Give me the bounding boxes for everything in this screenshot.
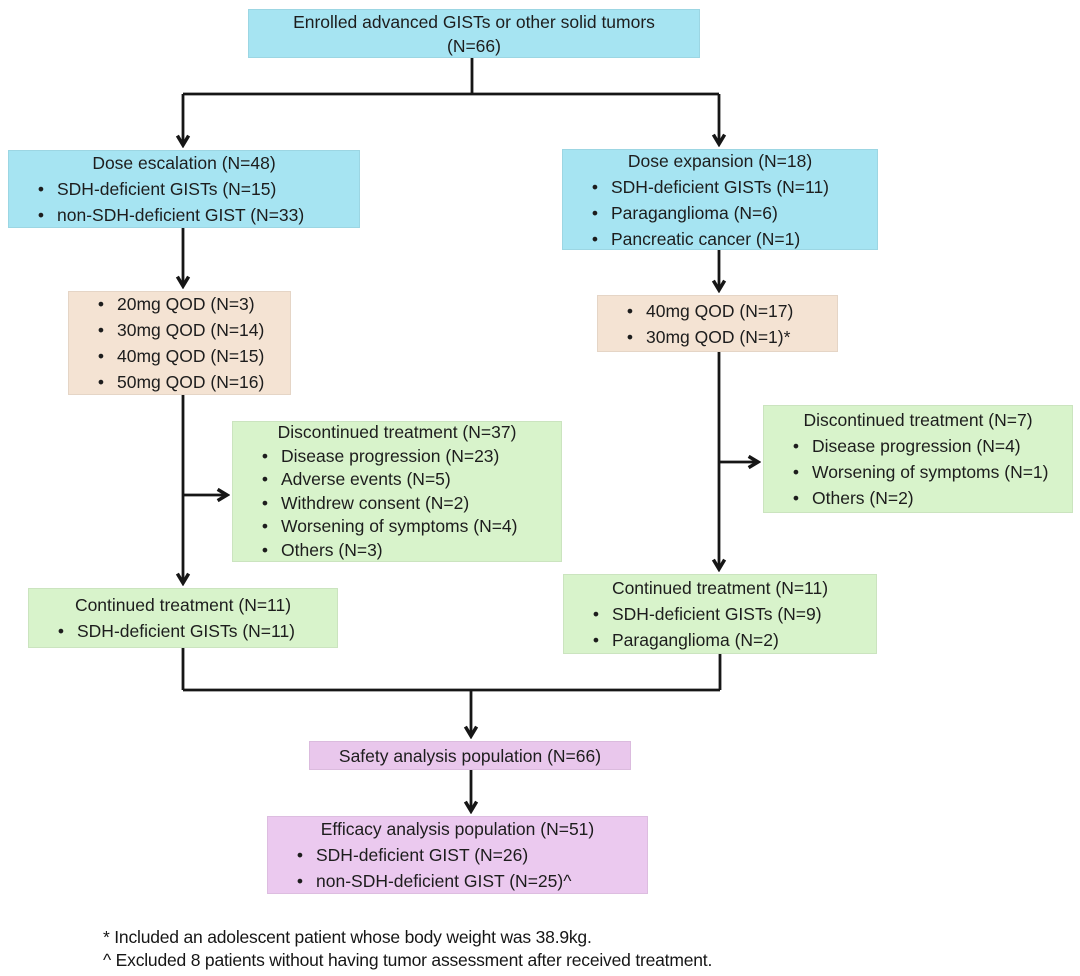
bullet-icon: •: [261, 492, 269, 513]
list-item: • 40mg QOD (N=15): [85, 343, 286, 369]
bullet-icon: •: [626, 326, 634, 347]
box-continued-expansion-title: Continued treatment (N=11): [611, 578, 829, 598]
list-item: • 30mg QOD (N=1)*: [614, 324, 833, 350]
box-discontinued-escalation-title: Discontinued treatment (N=37): [277, 422, 517, 442]
box-safety-analysis-title: Safety analysis population (N=66): [338, 745, 602, 766]
box-discontinued-expansion-title: Discontinued treatment (N=7): [803, 410, 1033, 430]
bullet-icon: •: [97, 294, 105, 314]
list-item: • Disease progression (N=23): [249, 445, 557, 469]
bullet-icon: •: [626, 300, 634, 321]
bullet-icon: •: [261, 445, 269, 466]
bullet-icon: •: [57, 621, 65, 641]
box-continued-escalation-title: Continued treatment (N=11): [74, 595, 292, 615]
list-item-text: Others (N=3): [281, 539, 383, 560]
box-enrolled-line1: Enrolled advanced GISTs or other solid t…: [293, 11, 655, 32]
box-efficacy-analysis: Efficacy analysis population (N=51) • SD…: [267, 816, 648, 894]
list-item: • SDH-deficient GISTs (N=9): [580, 601, 872, 627]
list-item: • Disease progression (N=4): [780, 433, 1068, 459]
list-item-text: 30mg QOD (N=14): [117, 320, 265, 340]
list-item-text: 40mg QOD (N=15): [117, 346, 265, 366]
list-item-text: Worsening of symptoms (N=1): [812, 462, 1049, 482]
list-item-text: SDH-deficient GIST (N=26): [316, 845, 529, 865]
box-safety-analysis: Safety analysis population (N=66): [309, 741, 631, 770]
bullet-icon: •: [296, 845, 304, 865]
list-item-text: Disease progression (N=4): [812, 436, 1021, 456]
list-item-text: SDH-deficient GISTs (N=15): [57, 179, 277, 199]
footnote-asterisk: * Included an adolescent patient whose b…: [103, 927, 592, 947]
list-item: • non-SDH-deficient GIST (N=33): [25, 202, 355, 228]
box-efficacy-analysis-title: Efficacy analysis population (N=51): [320, 819, 595, 839]
box-expansion-doses: • 40mg QOD (N=17) • 30mg QOD (N=1)*: [597, 295, 838, 352]
bullet-icon: •: [792, 488, 800, 508]
bullet-icon: •: [792, 462, 800, 482]
list-item: • SDH-deficient GISTs (N=11): [45, 618, 333, 644]
box-discontinued-escalation: Discontinued treatment (N=37) • Disease …: [232, 421, 562, 562]
box-dose-expansion-title: Dose expansion (N=18): [627, 150, 813, 171]
box-escalation-doses: • 20mg QOD (N=3) • 30mg QOD (N=14) • 40m…: [68, 291, 291, 395]
list-item: • 40mg QOD (N=17): [614, 298, 833, 324]
list-item-text: Adverse events (N=5): [281, 469, 451, 489]
list-item: • Adverse events (N=5): [249, 468, 557, 492]
footnotes: * Included an adolescent patient whose b…: [103, 926, 712, 972]
list-item-text: 40mg QOD (N=17): [646, 300, 794, 321]
list-item-text: non-SDH-deficient GIST (N=25)^: [316, 871, 572, 891]
bullet-icon: •: [261, 539, 269, 560]
bullet-icon: •: [592, 604, 600, 624]
list-item: • Pancreatic cancer (N=1): [579, 226, 873, 252]
bullet-icon: •: [591, 176, 599, 197]
list-item: • Others (N=3): [249, 539, 557, 563]
box-dose-escalation: Dose escalation (N=48) • SDH-deficient G…: [8, 150, 360, 228]
footnote-caret: ^ Excluded 8 patients without having tum…: [103, 950, 713, 970]
list-item-text: Paraganglioma (N=6): [611, 202, 778, 223]
list-item: • 50mg QOD (N=16): [85, 369, 286, 395]
bullet-icon: •: [97, 346, 105, 366]
bullet-icon: •: [592, 630, 600, 650]
list-item-text: non-SDH-deficient GIST (N=33): [57, 205, 305, 225]
list-item-text: Others (N=2): [812, 488, 914, 508]
list-item-text: 50mg QOD (N=16): [117, 372, 265, 392]
bullet-icon: •: [591, 228, 599, 249]
bullet-icon: •: [37, 205, 45, 225]
list-item-text: 30mg QOD (N=1)*: [646, 326, 791, 347]
list-item: • SDH-deficient GISTs (N=11): [579, 174, 873, 200]
list-item: • Withdrew consent (N=2): [249, 492, 557, 516]
box-discontinued-expansion: Discontinued treatment (N=7) • Disease p…: [763, 405, 1073, 513]
list-item-text: Paraganglioma (N=2): [612, 630, 779, 650]
box-dose-escalation-title: Dose escalation (N=48): [92, 153, 276, 173]
list-item: • Paraganglioma (N=6): [579, 200, 873, 226]
list-item-text: Worsening of symptoms (N=4): [281, 516, 518, 536]
bullet-icon: •: [261, 516, 269, 536]
box-continued-escalation: Continued treatment (N=11) • SDH-deficie…: [28, 588, 338, 648]
list-item: • SDH-deficient GIST (N=26): [284, 842, 643, 868]
bullet-icon: •: [296, 871, 304, 891]
list-item: • Worsening of symptoms (N=1): [780, 459, 1068, 485]
bullet-icon: •: [97, 372, 105, 392]
list-item-text: SDH-deficient GISTs (N=11): [611, 176, 830, 197]
list-item: • 20mg QOD (N=3): [85, 291, 286, 317]
list-item-text: SDH-deficient GISTs (N=9): [612, 604, 822, 624]
bullet-icon: •: [261, 469, 269, 489]
bullet-icon: •: [591, 202, 599, 223]
list-item-text: Pancreatic cancer (N=1): [611, 228, 801, 249]
list-item-text: 20mg QOD (N=3): [117, 294, 255, 314]
bullet-icon: •: [37, 179, 45, 199]
box-enrolled: Enrolled advanced GISTs or other solid t…: [248, 9, 700, 58]
list-item-text: SDH-deficient GISTs (N=11): [77, 621, 296, 641]
list-item-text: Disease progression (N=23): [281, 445, 500, 466]
bullet-icon: •: [792, 436, 800, 456]
box-enrolled-line2: (N=66): [447, 35, 501, 56]
list-item: • Worsening of symptoms (N=4): [249, 515, 557, 539]
list-item: • Others (N=2): [780, 485, 1068, 511]
list-item: • Paraganglioma (N=2): [580, 627, 872, 653]
list-item-text: Withdrew consent (N=2): [281, 492, 470, 513]
box-continued-expansion: Continued treatment (N=11) • SDH-deficie…: [563, 574, 877, 654]
box-dose-expansion: Dose expansion (N=18) • SDH-deficient GI…: [562, 149, 878, 250]
list-item: • SDH-deficient GISTs (N=15): [25, 176, 355, 202]
list-item: • 30mg QOD (N=14): [85, 317, 286, 343]
list-item: • non-SDH-deficient GIST (N=25)^: [284, 868, 643, 894]
bullet-icon: •: [97, 320, 105, 340]
